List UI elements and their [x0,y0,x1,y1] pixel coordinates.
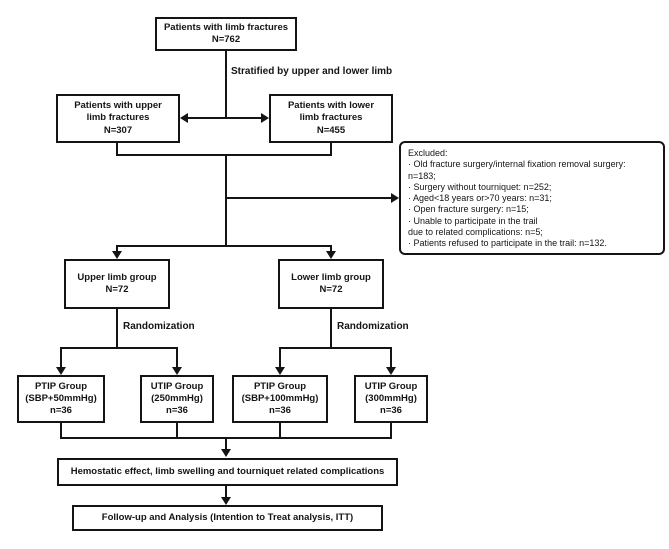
box-patients-limb-fractures: Patients with limb fractures N=762 [155,17,297,51]
connector-utip-upper-stub [176,347,178,368]
connector-center-vertical [225,154,227,246]
arrowhead-to-ptip-lower [275,367,285,375]
box-lower-limb-group: Lower limb group N=72 [278,259,384,309]
excluded-line: due to related complications: n=5; [408,227,543,238]
box-text-line: Follow-up and Analysis (Intention to Tre… [101,511,354,523]
arrowhead-to-upper-fractures [180,113,188,123]
box-utip-group-upper: UTIP Group (250mmHg) n=36 [140,375,214,423]
box-text-line: (SBP+50mmHg) [25,392,97,404]
connector-followup-vertical [225,486,227,498]
connector-randomization-upper [116,309,118,349]
excluded-line: Excluded: [408,148,448,158]
box-text-line: (SBP+100mmHg) [241,392,319,404]
connector-top-vertical [225,51,227,119]
label-randomization-lower: Randomization [337,321,409,332]
box-lower-limb-fractures: Patients with lower limb fractures N=455 [269,94,393,143]
box-text-line: Upper limb group [77,271,157,283]
box-upper-limb-group: Upper limb group N=72 [64,259,170,309]
excluded-line: · Aged<18 years or>70 years: n=31; [408,193,552,204]
box-excluded: Excluded: · Old fracture surgery/interna… [399,141,665,255]
box-text-line: Patients with upper [74,100,162,112]
arrowhead-to-utip-lower [386,367,396,375]
connector-lower-randomize-split [279,347,392,349]
box-text-line: n=36 [50,405,72,417]
box-text-line: (300mmHg) [365,392,417,404]
arrowhead-to-followup [221,497,231,505]
box-text-line: (250mmHg) [151,392,203,404]
box-text-line: PTIP Group [253,380,307,392]
box-text-line: Patients with lower [287,100,375,112]
box-text-line: n=36 [269,405,291,417]
excluded-line: · Unable to participate in the trail [408,215,538,226]
connector-randomization-lower [330,309,332,349]
box-text-line: n=36 [166,405,188,417]
box-text-line: limb fractures [86,112,150,124]
connector-upper-group-stub [116,245,118,253]
box-text-line: limb fractures [299,112,363,124]
arrowhead-to-utip-upper [172,367,182,375]
box-text-line: PTIP Group [34,380,88,392]
box-text-line: UTIP Group [364,380,418,392]
connector-upper-randomize-split [60,347,178,349]
box-upper-limb-fractures: Patients with upper limb fractures N=307 [56,94,180,143]
box-followup-analysis: Follow-up and Analysis (Intention to Tre… [72,505,383,531]
arrowhead-to-upper-group [112,251,122,259]
box-text-line: N=762 [211,34,241,45]
arrowhead-to-lower-group [326,251,336,259]
excluded-line: · Open fracture surgery: n=15; [408,204,529,215]
connector-ptip-lower-stub [279,347,281,368]
box-text-line: N=307 [103,124,133,136]
connector-stratify-horizontal [188,117,261,119]
arrowhead-to-lower-fractures [261,113,269,123]
box-text-line: Hemostatic effect, limb swelling and tou… [70,465,385,477]
connector-utip-lower-stub [390,347,392,368]
box-text-line: Patients with limb fractures [163,21,289,33]
connector-group-split-line [116,245,332,247]
connector-merge-line [116,154,332,156]
connector-lower-fractures-stub [330,143,332,155]
box-utip-group-lower: UTIP Group (300mmHg) n=36 [354,375,428,423]
connector-upper-fractures-stub [116,143,118,155]
box-text-line: N=455 [316,124,346,136]
connector-ptip-lower-down [279,423,281,439]
excluded-line: · Old fracture surgery/internal fixation… [408,159,626,170]
excluded-line: · Patients refused to participate in the… [408,238,607,249]
box-text-line: UTIP Group [150,380,204,392]
label-stratified: Stratified by upper and lower limb [231,66,393,77]
connector-outcome-vertical [225,437,227,450]
connector-excluded-horizontal [226,197,391,199]
box-ptip-group-lower: PTIP Group (SBP+100mmHg) n=36 [232,375,328,423]
connector-lower-group-stub [330,245,332,253]
arrowhead-to-excluded [391,193,399,203]
box-text-line: n=36 [380,405,402,417]
connector-ptip-upper-down [60,423,62,439]
connector-ptip-upper-stub [60,347,62,368]
excluded-line: · Surgery without tourniquet: n=252; [408,181,552,192]
connector-utip-lower-down [390,423,392,439]
label-randomization-upper: Randomization [123,321,195,332]
connector-utip-upper-down [176,423,178,439]
arrowhead-to-ptip-upper [56,367,66,375]
box-text-line: N=72 [319,284,343,295]
box-ptip-group-upper: PTIP Group (SBP+50mmHg) n=36 [17,375,105,423]
arrowhead-to-outcome [221,449,231,457]
box-outcome: Hemostatic effect, limb swelling and tou… [57,458,398,486]
excluded-line: n=183; [408,170,436,181]
box-text-line: N=72 [105,284,129,295]
box-text-line: Lower limb group [291,271,371,283]
